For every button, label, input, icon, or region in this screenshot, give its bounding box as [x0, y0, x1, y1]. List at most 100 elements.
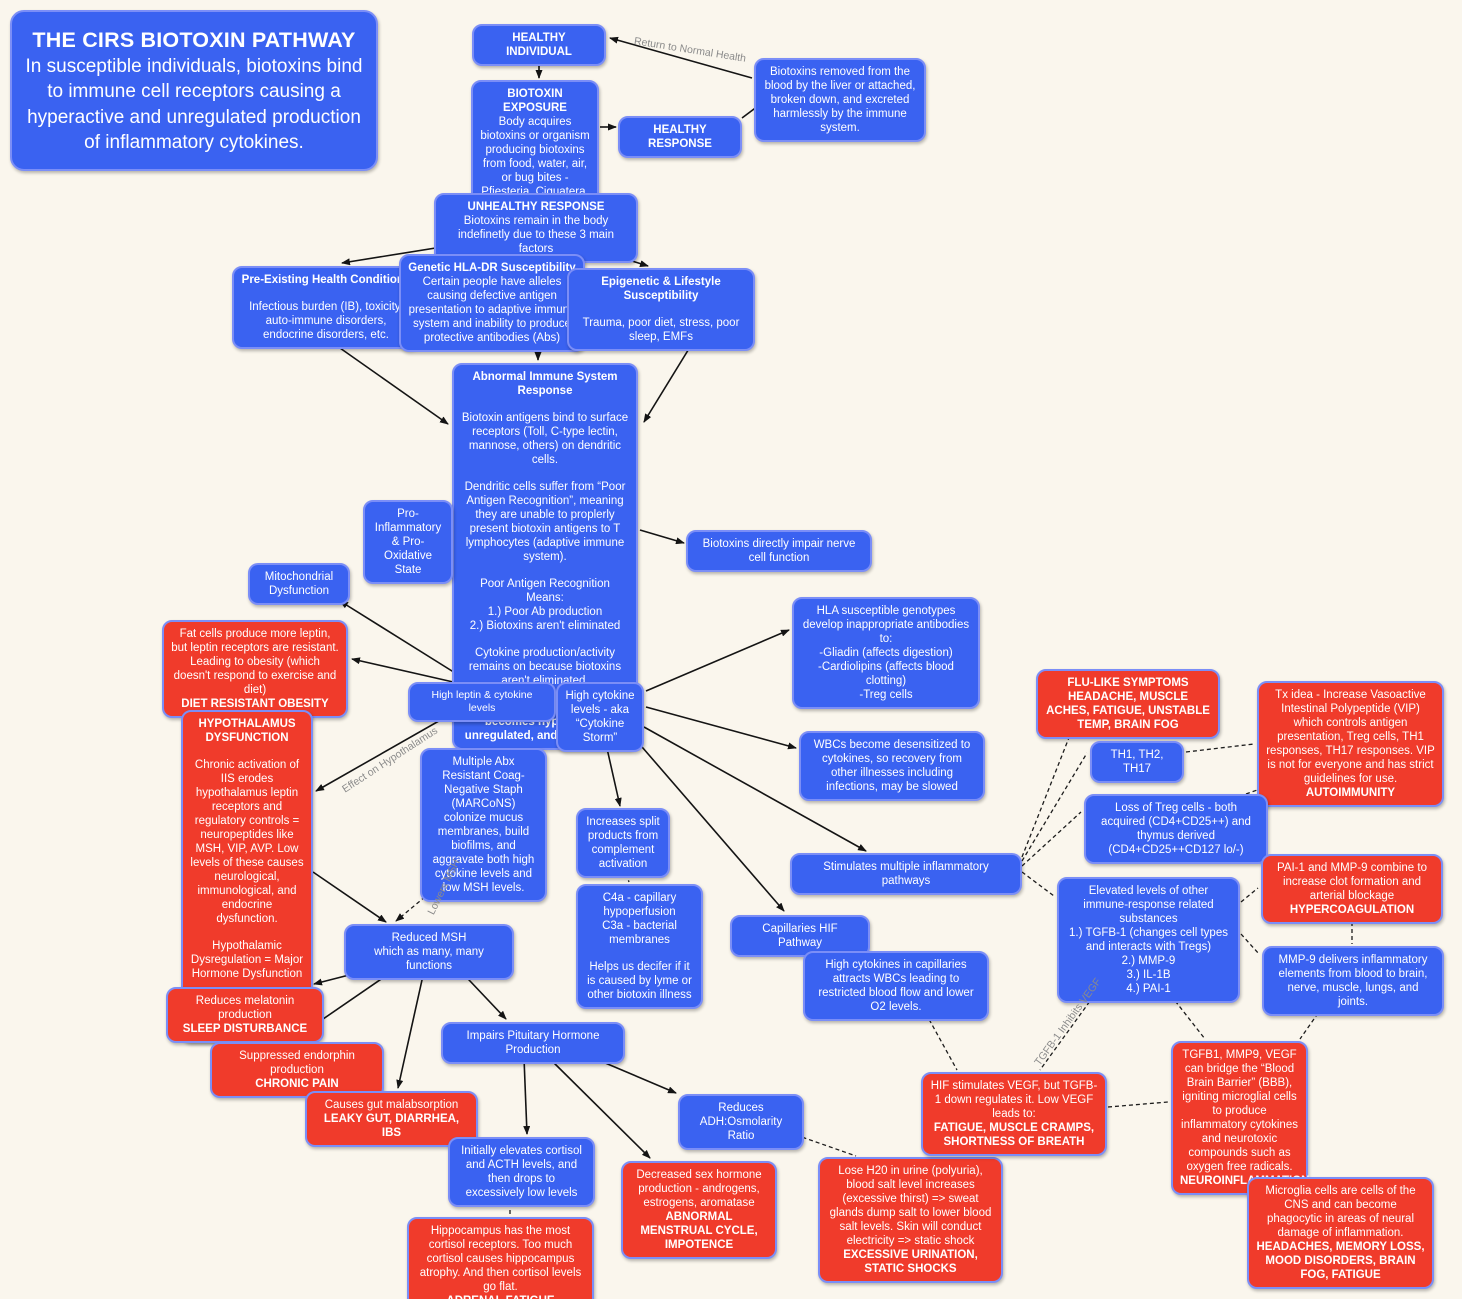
node-text: Decreased sex hormone production - andro… — [636, 1169, 762, 1210]
connector-pituitary-to-cortisol — [523, 1057, 531, 1135]
connector-msh-to-gut — [396, 961, 427, 1089]
node-high-cytokines-capillaries: High cytokines in capillaries attracts W… — [803, 951, 989, 1022]
node-impairs-pituitary: Impairs Pituitary Hormone Production — [441, 1022, 625, 1065]
node-text: DIET RESISTANT OBESITY — [181, 698, 329, 711]
node-text — [461, 398, 629, 411]
node-text: CHRONIC PAIN — [255, 1078, 339, 1091]
node-unhealthy-response: UNHEALTHY RESPONSE Biotoxins remain in th… — [434, 193, 638, 264]
node-microglia-cns: Microglia cells are cells of the CNS and… — [1247, 1177, 1434, 1290]
connector-th1-to-tx — [1185, 743, 1255, 753]
node-text: HYPOTHALAMUS DYSFUNCTION — [198, 718, 296, 745]
node-diet-resistant-obesity: Fat cells produce more leptin, but lepti… — [162, 620, 348, 719]
node-text: Elevated levels of other immune-response… — [1083, 885, 1214, 926]
connector-stimulates-to-flu — [1021, 729, 1073, 858]
node-text: Helps us decifer if it is caused by lyme… — [587, 961, 692, 1002]
node-abnormal-menstrual: Decreased sex hormone production - andro… — [621, 1161, 777, 1260]
node-text: HLA susceptible genotypes develop inappr… — [802, 605, 970, 646]
node-text — [585, 947, 694, 960]
connector-hif-vegf-to-neuroinflammation — [1107, 1101, 1169, 1108]
node-cortisol-levels: Initially elevates cortisol and ACTH lev… — [448, 1137, 595, 1208]
node-excessive-urination: Lose H20 in urine (polyuria), blood salt… — [818, 1157, 1003, 1284]
node-mmp9-delivers: MMP-9 delivers inflammatory elements fro… — [1262, 946, 1444, 1017]
node-stimulates-inflammatory-pathways: Stimulates multiple inflammatory pathway… — [790, 853, 1022, 896]
node-text: 2.) Biotoxins aren't eliminated — [469, 620, 621, 633]
node-text: Tx idea - Increase Vasoactive Intestinal… — [1266, 689, 1435, 786]
connector-storm-to-capillaries-hif — [635, 739, 785, 912]
node-text: ABNORMAL MENSTRUAL CYCLE, IMPOTENCE — [640, 1211, 758, 1252]
node-high-leptin-cytokine: High leptin & cytokine levels — [408, 682, 556, 722]
node-text: Biotoxins directly impair nerve cell fun… — [702, 538, 856, 565]
node-text: Infectious burden (IB), toxicity, auto-i… — [249, 301, 403, 342]
node-text: C3a - bacterial membranes — [602, 920, 677, 947]
node-text: FLU-LIKE SYMPTOMS — [1067, 677, 1189, 689]
node-hif-vegf: HIF stimulates VEGF, but TGFB-1 down reg… — [921, 1072, 1107, 1157]
node-text: HIF stimulates VEGF, but TGFB-1 down reg… — [930, 1080, 1098, 1121]
node-text: EXCESSIVE URINATION, STATIC SHOCKS — [843, 1249, 978, 1276]
node-text: 1.) Poor Ab production — [487, 606, 603, 619]
node-text: Biotoxin antigens bind to surface recept… — [461, 412, 629, 467]
node-marcons: Multiple Abx Resistant Coag-Negative Sta… — [420, 748, 547, 903]
node-text: -Treg cells — [859, 689, 913, 702]
node-text: Impairs Pituitary Hormone Production — [466, 1030, 600, 1057]
node-text: In susceptible individuals, biotoxins bi… — [25, 56, 363, 153]
node-text: Causes gut malabsorption — [324, 1099, 459, 1111]
node-text: -Gliadin (affects digestion) — [819, 647, 953, 660]
node-tx-idea-vip: Tx idea - Increase Vasoactive Intestinal… — [1257, 681, 1444, 808]
node-text: Reduces melatonin production — [195, 995, 295, 1022]
node-text: Stimulates multiple inflammatory pathway… — [823, 861, 989, 888]
node-text: HYPERCOAGULATION — [1289, 904, 1415, 917]
node-text: Hypothalamic Dysregulation = Major Hormo… — [190, 940, 304, 981]
node-text: HEALTHY INDIVIDUAL — [506, 32, 572, 59]
node-text: Pre-Existing Health Conditions — [241, 274, 411, 286]
node-text — [241, 287, 411, 300]
connector-preexisting-to-abnormal — [329, 340, 449, 425]
node-text: Hippocampus has the most cortisol recept… — [419, 1225, 582, 1294]
node-text — [461, 467, 629, 480]
node-text: HEADACHES, MEMORY LOSS, MOOD DISORDERS, … — [1256, 1241, 1425, 1282]
node-text: SLEEP DISTURBANCE — [182, 1023, 308, 1036]
node-text: Fat cells produce more leptin, but lepti… — [171, 628, 339, 697]
node-text: UNHEALTHY RESPONSE — [467, 201, 605, 213]
connector-leptin-to-obesity — [351, 657, 463, 685]
node-text — [190, 926, 304, 939]
node-text: Suppressed endorphin production — [239, 1050, 355, 1077]
node-text: Dendritic cells suffer from “Poor Antige… — [464, 481, 626, 564]
node-text: Chronic activation of IIS erodes hypotha… — [190, 759, 304, 926]
node-text: Biotoxins remain in the body indefinetly… — [458, 215, 614, 256]
node-hypercoagulation: PAI-1 and MMP-9 combine to increase clot… — [1261, 854, 1443, 925]
node-text: FATIGUE, MUSCLE CRAMPS, SHORTNESS OF BRE… — [933, 1122, 1095, 1149]
node-text: Abnormal Immune System Response — [472, 371, 618, 398]
node-capillaries-hif-pathway: Capillaries HIF Pathway — [730, 915, 870, 958]
node-cytokine-storm: High cytokine levels - aka “Cytokine Sto… — [556, 682, 644, 753]
node-adrenal-fatigue: Hippocampus has the most cortisol recept… — [407, 1217, 594, 1299]
node-text: MMP-9 delivers inflammatory elements fro… — [1278, 954, 1428, 1009]
node-text: 3.) IL-1B — [1126, 969, 1171, 982]
connector-pituitary-to-sex-hormones — [548, 1057, 651, 1159]
connector-storm-to-wbcs — [645, 706, 797, 750]
connector-stimulates-to-th1 — [1021, 752, 1088, 862]
node-elevated-immune-substances: Elevated levels of other immune-response… — [1057, 877, 1240, 1004]
node-text: 2.) MMP-9 — [1121, 955, 1176, 968]
connector-elevated-to-mmp9 — [1240, 933, 1260, 955]
node-text: Trauma, poor diet, stress, poor sleep, E… — [582, 317, 740, 344]
node-th1-th2-th17: TH1, TH2, TH17 — [1090, 741, 1184, 784]
connector-removed-to-healthy-individual — [609, 36, 753, 79]
connector-storm-to-stimulates — [643, 726, 867, 852]
node-text: LEAKY GUT, DIARRHEA, IBS — [323, 1113, 460, 1140]
node-text: 4.) PAI-1 — [1126, 983, 1171, 996]
node-reduces-adh-osmolarity: Reduces ADH:Osmolarity Ratio — [678, 1094, 804, 1151]
node-text: WBCs become desensitized to cytokines, s… — [813, 739, 971, 794]
node-neuroinflammation: TGFB1, MMP9, VEGF can bridge the “Blood … — [1171, 1041, 1309, 1196]
node-text: Genetic HLA-DR Susceptibility — [408, 262, 576, 274]
node-text — [461, 633, 629, 646]
node-text: BIOTOXIN EXPOSURE — [503, 88, 567, 115]
node-text: Reduces ADH:Osmolarity Ratio — [699, 1102, 783, 1143]
